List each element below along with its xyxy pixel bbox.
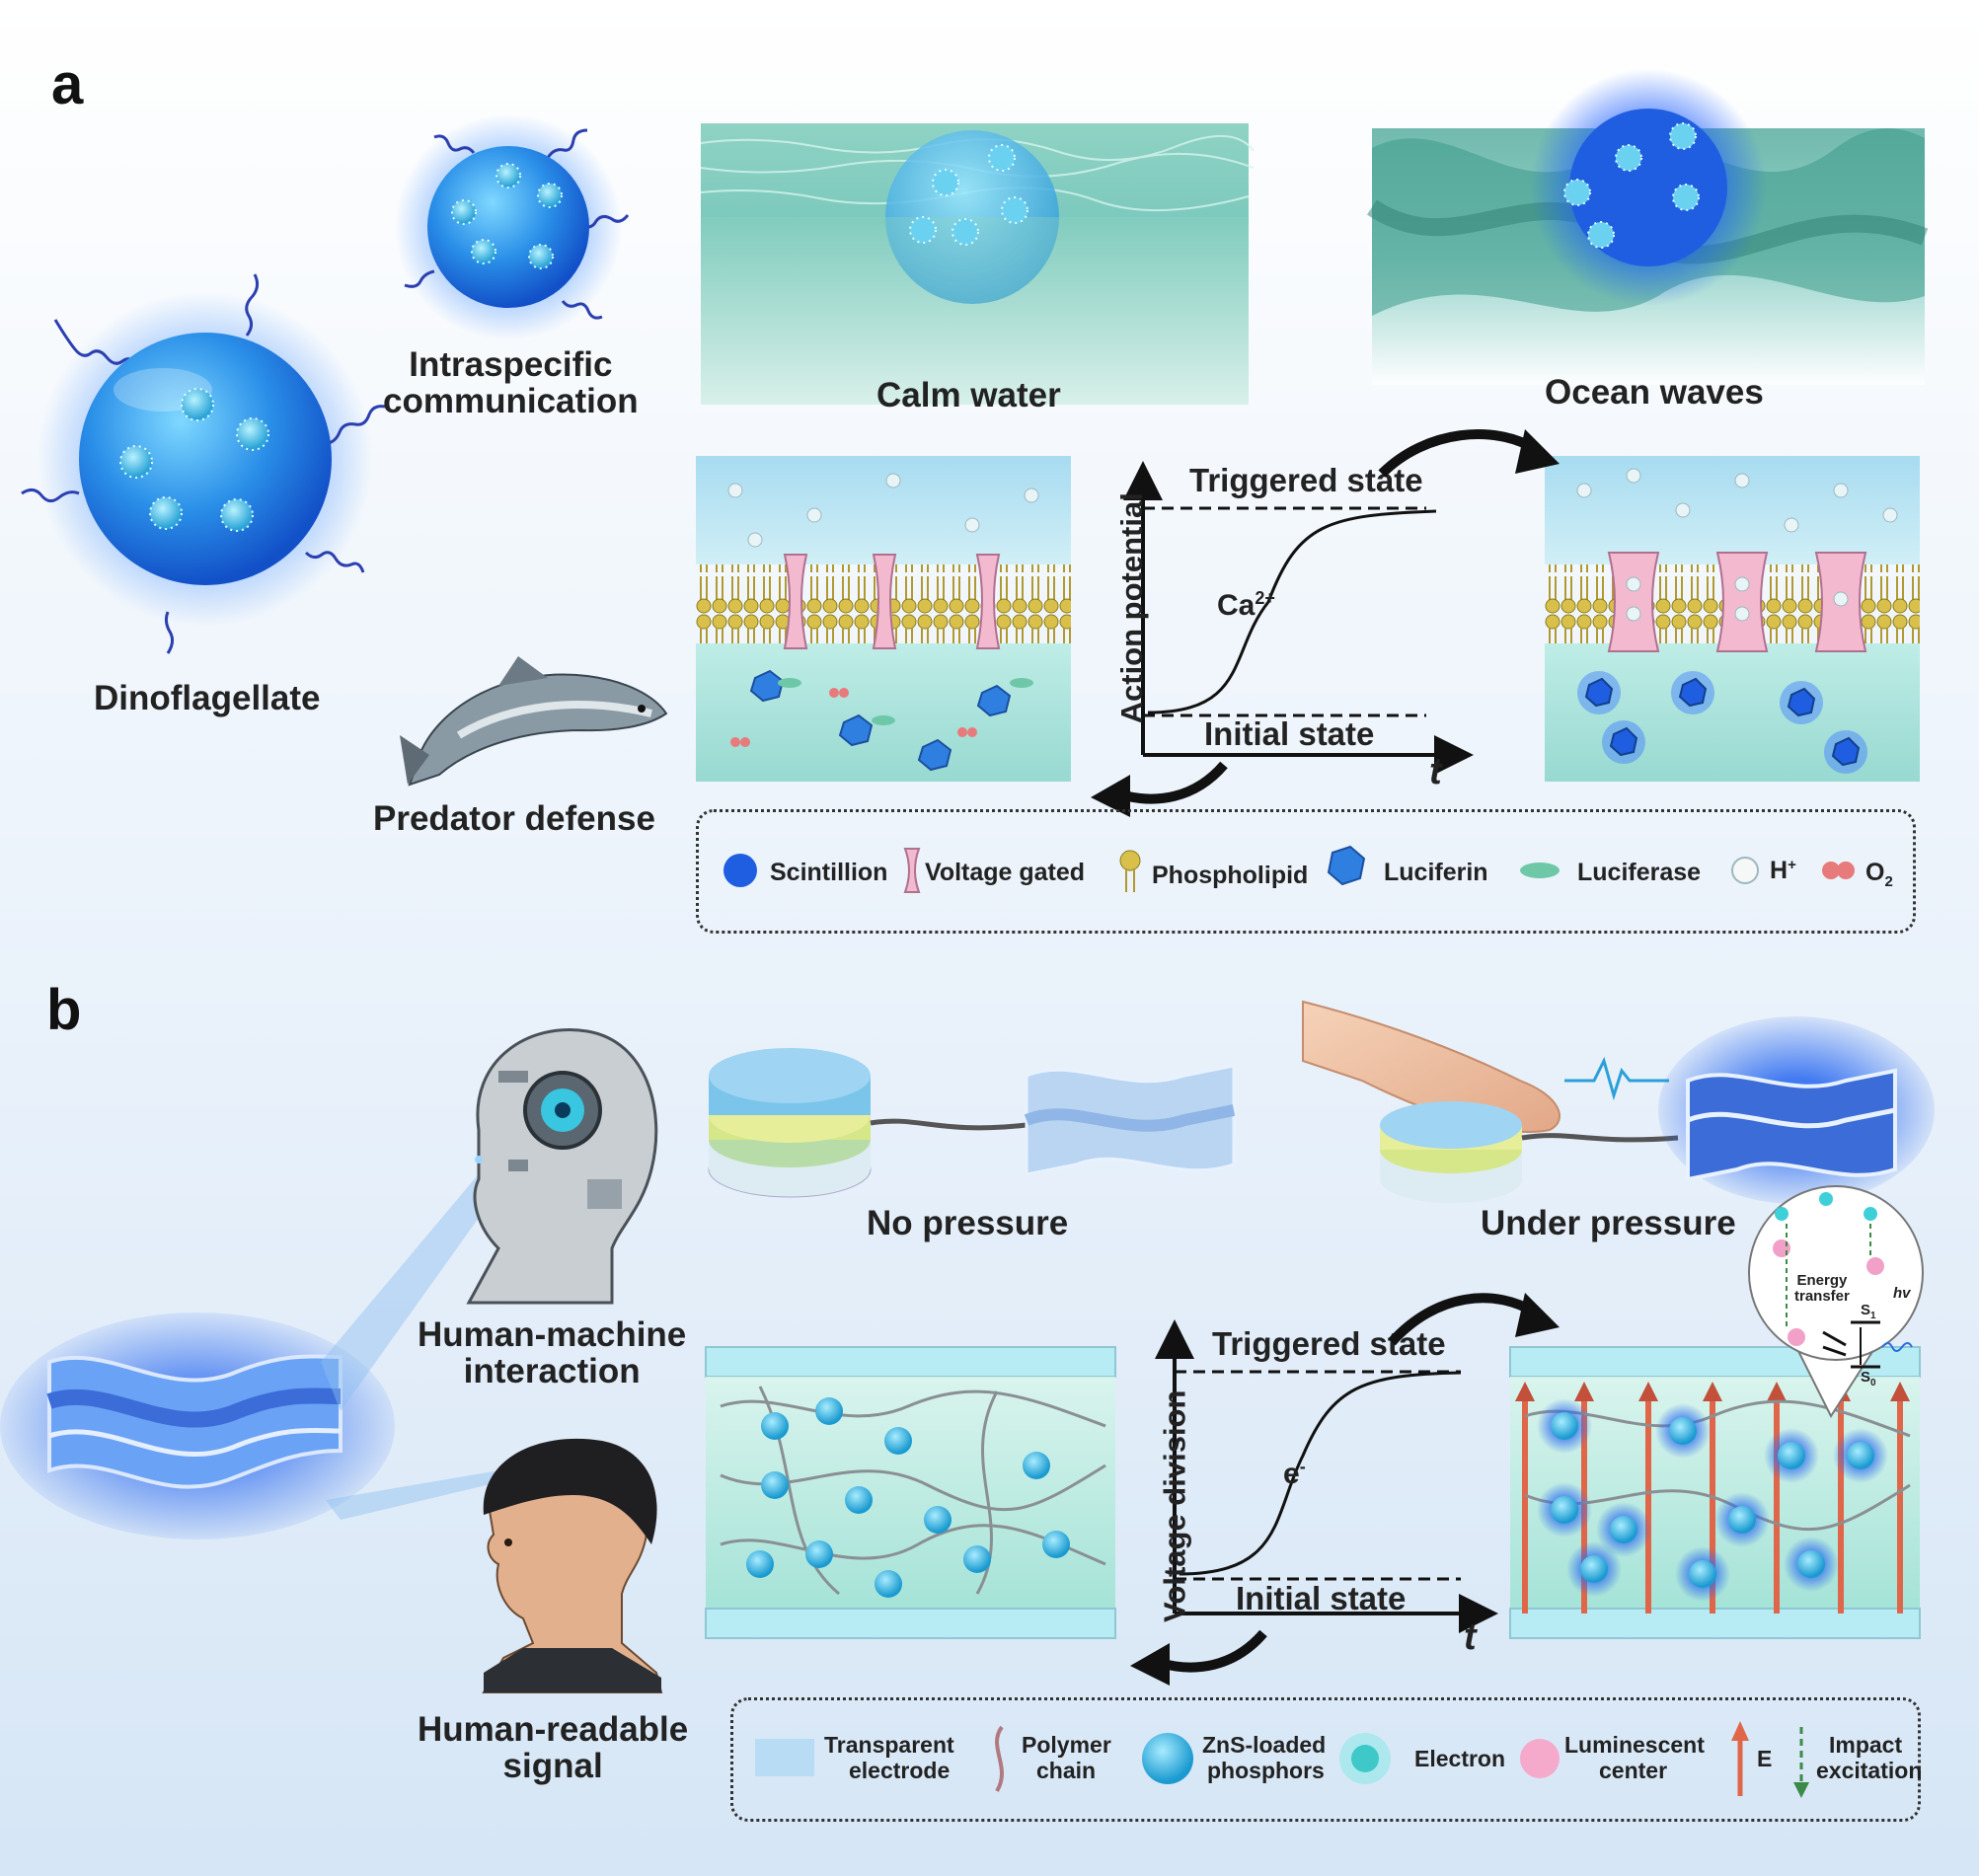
inset-s0-symbol: S (1861, 1369, 1871, 1386)
ocean-waves-scene (1367, 69, 1929, 385)
ion-charge: 2+ (1255, 588, 1275, 608)
calm-water-label: Calm water (876, 376, 1061, 414)
dinoflagellate-cell-illustration (21, 273, 386, 654)
membrane-resting-state (696, 456, 1071, 782)
ocean-waves-label: Ocean waves (1545, 373, 1764, 412)
legend-a-phospholipid: Phospholipid (1152, 862, 1308, 889)
curved-arrow-to-initial-a (1091, 761, 1228, 817)
curved-arrow-to-triggered-b (1388, 1293, 1560, 1346)
luminescent-film-illustration (0, 1313, 395, 1539)
ion-symbol: Ca (1217, 589, 1256, 622)
graph-a-initial-label: Initial state (1204, 715, 1375, 752)
inset-s1-symbol: S (1861, 1302, 1871, 1318)
membrane-triggered-state (1545, 456, 1920, 782)
inset-energy-line-1: Energy (1796, 1272, 1848, 1289)
no-pressure-label: No pressure (867, 1204, 1069, 1242)
legend-b-impact-1: Impact (1829, 1732, 1902, 1758)
human-machine-label: Human-machine interaction (418, 1315, 687, 1390)
legend-b-lum-1: Luminescent (1564, 1732, 1705, 1758)
human-readable-label: Human-readable signal (418, 1710, 689, 1785)
composite-triggered-state (1509, 1346, 1921, 1639)
legend-b-transparent-1: Transparent (824, 1732, 954, 1758)
legend-b-zns-1: ZnS-loaded (1202, 1732, 1326, 1758)
legend-b-e: E (1757, 1746, 1772, 1771)
graph-b-ylabel: Voltage division (1157, 1389, 1192, 1622)
graph-a-xlabel: t (1429, 751, 1442, 792)
legend-a-h-symbol: H (1770, 857, 1788, 884)
phospholipid-icon (1119, 850, 1141, 871)
intraspecific-line-1: Intraspecific (409, 345, 613, 384)
luminescent-center-icon (1520, 1739, 1560, 1778)
legend-a-h-sup: + (1788, 857, 1796, 873)
predator-defense-label: Predator defense (373, 799, 655, 838)
curved-arrow-to-triggered-a (1378, 429, 1560, 478)
intraspecific-label: Intraspecific communication (383, 345, 639, 420)
legend-b-transparent-2: electrode (849, 1758, 950, 1783)
action-potential-graph (1123, 461, 1474, 775)
legend-b-polymer-2: chain (1036, 1758, 1096, 1783)
graph-a-ion-label: Ca2+ (1217, 589, 1275, 622)
polymer-chain-icon (995, 1725, 1004, 1793)
composite-resting-state (705, 1346, 1116, 1639)
oxygen-icon (1822, 862, 1840, 879)
voltage-division-graph (1155, 1319, 1498, 1633)
hmi-line-1: Human-machine (418, 1315, 687, 1354)
inset-energy-transfer: Energy transfer (1794, 1273, 1850, 1305)
robot-head-illustration (466, 1028, 658, 1305)
graph-b-xlabel: t (1464, 1616, 1477, 1658)
graph-b-initial-label: Initial state (1236, 1580, 1407, 1616)
hrs-line-1: Human-readable (418, 1710, 689, 1749)
luciferin-icon (1327, 845, 1366, 886)
charge-sign: - (1299, 1457, 1306, 1476)
legend-a-o2: O2 (1865, 859, 1893, 890)
zns-phosphor-icon (1142, 1733, 1193, 1784)
legend-b-lum-2: center (1599, 1758, 1667, 1783)
curved-arrow-to-initial-b (1130, 1629, 1267, 1686)
panel-a-letter: a (51, 52, 84, 116)
dinoflagellate-label: Dinoflagellate (94, 679, 321, 717)
legend-b-items: Transparent electrode Polymer chain ZnS-… (755, 1721, 1922, 1798)
legend-a-scintillion: Scintillion (770, 859, 887, 886)
legend-a-o-symbol: O (1865, 859, 1884, 886)
inset-s1: S1 (1861, 1303, 1876, 1322)
legend-a (696, 809, 1916, 934)
legend-b-electron: Electron (1414, 1746, 1505, 1771)
proton-icon (1731, 857, 1759, 884)
under-pressure-label: Under pressure (1481, 1204, 1736, 1242)
legend-b (730, 1697, 1921, 1822)
legend-b-impact-2: excitation (1816, 1758, 1922, 1783)
scintillion-icon (723, 854, 757, 887)
inset-energy-line-2: transfer (1794, 1287, 1850, 1305)
legend-a-items: Scintillion Voltage gated Phospholipid L… (723, 845, 1893, 893)
panel-b-letter: b (46, 978, 82, 1042)
transparent-electrode-icon (755, 1739, 814, 1776)
calm-water-scene (700, 123, 1255, 405)
intraspecific-cell-illustration (395, 113, 630, 340)
hrs-line-2: signal (502, 1746, 603, 1785)
hmi-line-2: interaction (463, 1351, 641, 1390)
fish-illustration (400, 656, 668, 787)
legend-a-voltage-gated: Voltage gated (925, 859, 1085, 886)
intraspecific-line-2: communication (383, 381, 639, 420)
legend-b-zns-2: phosphors (1207, 1758, 1325, 1783)
luciferase-icon (1520, 863, 1560, 878)
voltage-gated-channel-icon (903, 848, 921, 893)
legend-a-luciferin: Luciferin (1384, 859, 1488, 886)
charge-symbol: e (1283, 1458, 1300, 1490)
device-under-pressure (1302, 1000, 1935, 1204)
legend-a-luciferase: Luciferase (1577, 859, 1701, 886)
inset-hv: hv (1893, 1285, 1911, 1302)
human-head-illustration (482, 1438, 663, 1693)
inset-s0: S0 (1861, 1370, 1876, 1389)
inset-s0-sub: 0 (1870, 1378, 1876, 1388)
inset-s1-sub: 1 (1870, 1311, 1876, 1321)
graph-b-charge-label: e- (1283, 1458, 1306, 1490)
legend-a-h: H+ (1770, 857, 1796, 884)
legend-a-o-sub: 2 (1884, 873, 1892, 890)
device-no-pressure (708, 1048, 1236, 1198)
graph-a-ylabel: Action potential (1113, 492, 1149, 724)
legend-b-polymer-1: Polymer (1022, 1732, 1111, 1758)
energy-transfer-inset (1748, 1185, 1924, 1419)
